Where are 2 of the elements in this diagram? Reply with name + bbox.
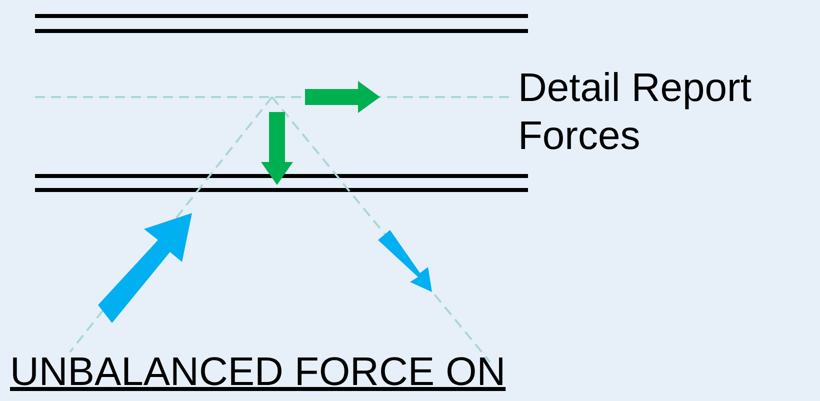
label-text: Detail Report Forces (518, 65, 752, 160)
heading-text: UNBALANCED FORCE ON (10, 349, 506, 396)
